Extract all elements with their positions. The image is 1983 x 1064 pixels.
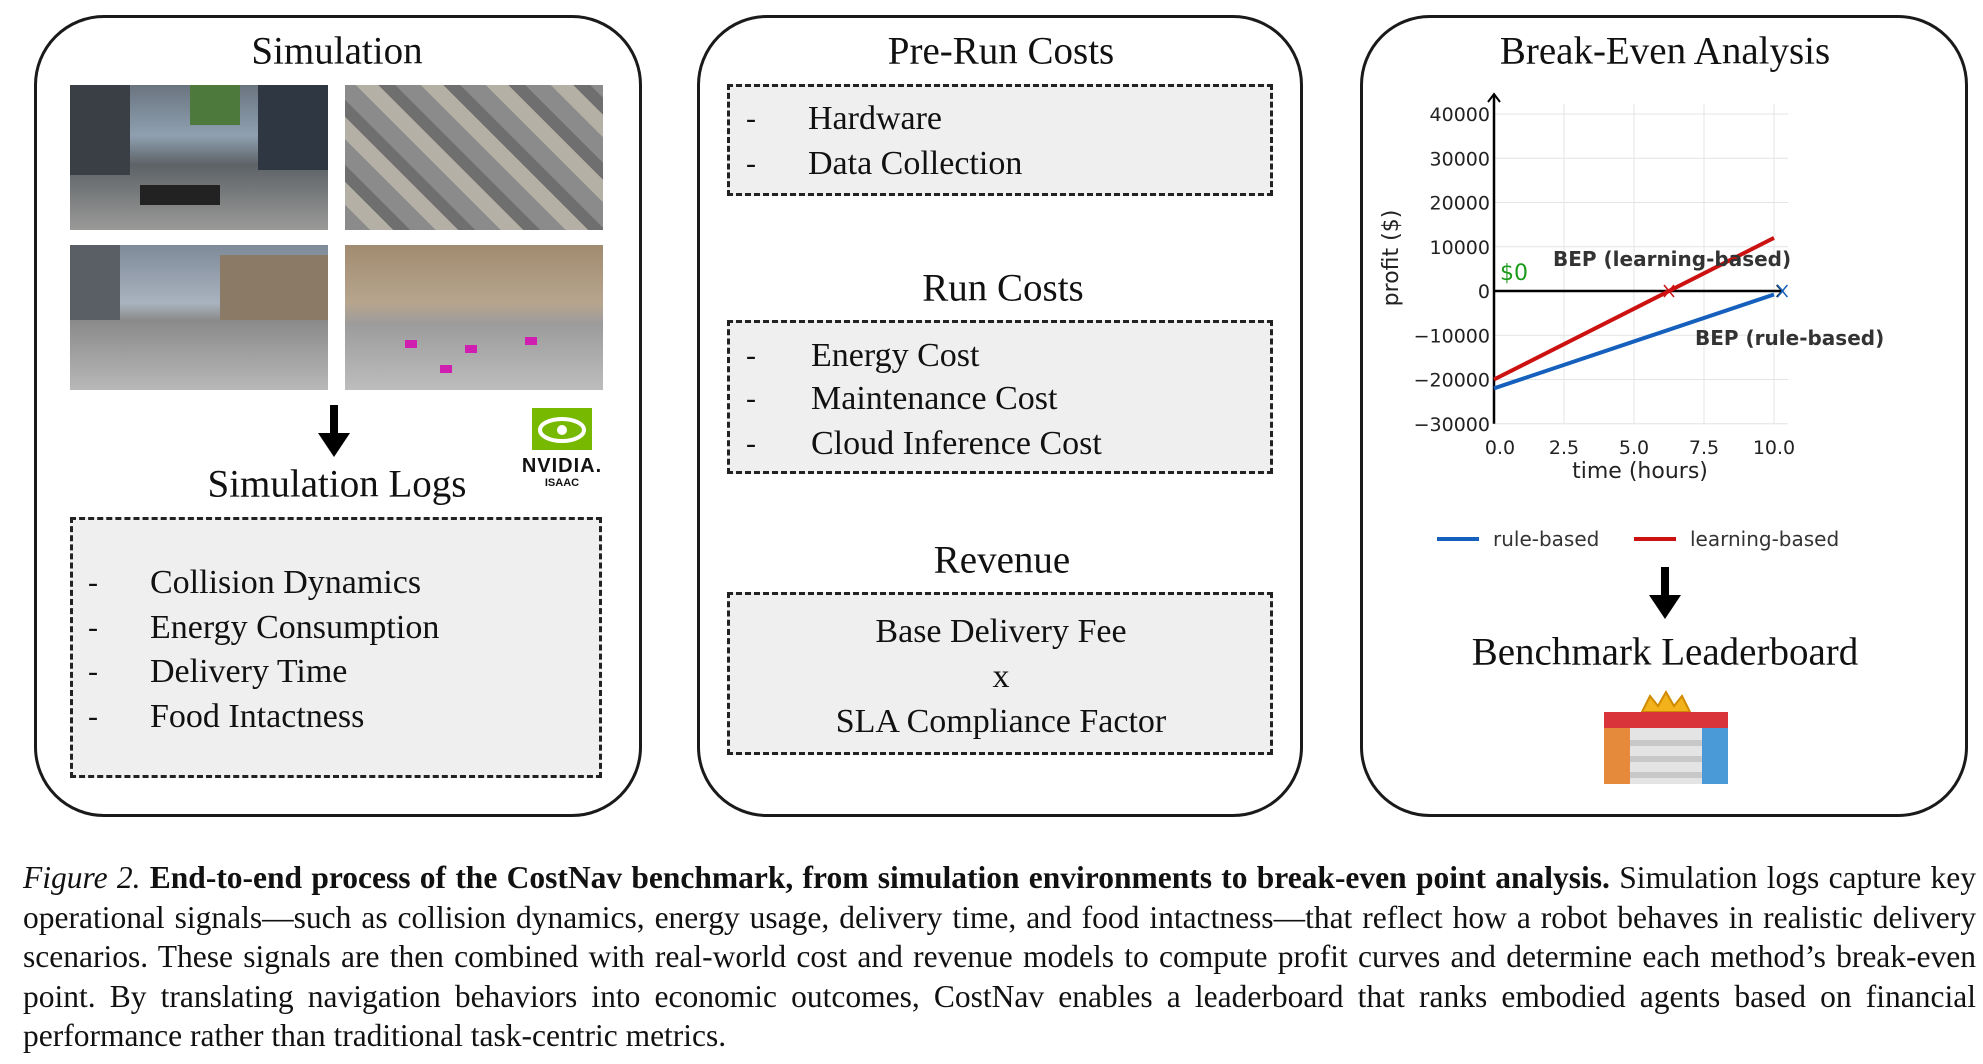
revenue-multiply: x [992, 658, 1010, 695]
revenue-line: SLA Compliance Factor [835, 703, 1167, 740]
sim-image-intersection [70, 85, 328, 230]
nvidia-eye-icon [532, 408, 592, 450]
bullet: - [746, 427, 756, 460]
x-tick-label: 7.5 [1689, 437, 1719, 459]
legend-label: learning-based [1690, 527, 1839, 551]
zero-label: $0 [1500, 261, 1528, 286]
y-tick-label: −20000 [1414, 370, 1490, 392]
simulation-logs-title: Simulation Logs [207, 462, 467, 506]
bullet: - [88, 611, 98, 644]
x-axis-label: time (hours) [1572, 459, 1708, 484]
y-tick-label: −30000 [1414, 414, 1490, 436]
costs-panel [697, 15, 1303, 817]
log-item: Collision Dynamics [150, 564, 422, 601]
y-tick-label: 10000 [1430, 237, 1490, 259]
sim-image-aerial [345, 85, 603, 230]
y-axis-arrow-icon [1487, 92, 1501, 103]
bep-marker [1776, 284, 1788, 298]
caption-text: Simulation logs capture key operational … [23, 860, 1977, 1053]
bep-label-learning: BEP (learning-based) [1553, 247, 1791, 271]
prerun-item: Data Collection [808, 145, 1023, 182]
revenue-box [727, 592, 1273, 755]
run-cost-item: Cloud Inference Cost [811, 425, 1102, 462]
legend-label: rule-based [1493, 527, 1599, 551]
series-line-learning-based [1493, 236, 1775, 382]
revenue-title: Revenue [933, 538, 1071, 582]
y-tick-label: 30000 [1430, 148, 1490, 170]
down-arrow-icon [1649, 567, 1681, 619]
down-arrow-icon [318, 405, 350, 457]
nvidia-isaac-logo: NVIDIA. ISAAC [512, 408, 612, 500]
figure-caption: Figure 2. End-to-end process of the Cost… [23, 858, 1976, 1056]
run-cost-item: Energy Cost [811, 337, 980, 374]
caption-title: End-to-end process of the CostNav benchm… [149, 860, 1610, 895]
x-tick-label: 5.0 [1619, 437, 1649, 459]
series-line-rule-based [1493, 292, 1775, 391]
log-item: Delivery Time [150, 653, 348, 690]
y-tick-label: 20000 [1430, 193, 1490, 215]
leaderboard-title: Benchmark Leaderboard [1471, 630, 1859, 674]
log-item: Food Intactness [150, 698, 365, 735]
bullet: - [746, 102, 756, 135]
y-tick-label: 0 [1478, 281, 1490, 303]
bep-label-rule: BEP (rule-based) [1695, 326, 1884, 350]
simulation-logs-box [70, 517, 602, 778]
bullet: - [746, 147, 756, 180]
y-tick-label: 40000 [1430, 104, 1490, 126]
x-tick-label: 0.0 [1485, 437, 1515, 459]
sim-image-street [70, 245, 328, 390]
x-tick-label: 10.0 [1753, 437, 1795, 459]
y-tick-label: −10000 [1414, 325, 1490, 347]
log-item: Energy Consumption [150, 609, 440, 646]
bullet: - [88, 700, 98, 733]
break-even-title: Break-Even Analysis [1499, 29, 1831, 73]
figure-label: Figure 2. [23, 860, 141, 895]
revenue-line: Base Delivery Fee [875, 613, 1127, 650]
bullet: - [746, 382, 756, 415]
bullet: - [746, 339, 756, 372]
simulation-title: Simulation [251, 29, 423, 73]
bullet: - [88, 655, 98, 688]
analysis-panel [1360, 15, 1968, 817]
run-cost-item: Maintenance Cost [811, 380, 1058, 417]
run-costs-title: Run Costs [922, 266, 1084, 310]
prerun-costs-box [727, 84, 1273, 196]
prerun-item: Hardware [808, 100, 943, 137]
bullet: - [88, 566, 98, 599]
simulation-panel [34, 15, 642, 817]
y-axis-label: profit ($) [1379, 210, 1404, 307]
prerun-costs-title: Pre-Run Costs [887, 29, 1115, 73]
bep-marker [1663, 284, 1675, 298]
run-costs-box [727, 320, 1273, 474]
leaderboard-podium-icon [1604, 690, 1728, 784]
x-tick-label: 2.5 [1549, 437, 1579, 459]
sim-image-plaza-robots [345, 245, 603, 390]
